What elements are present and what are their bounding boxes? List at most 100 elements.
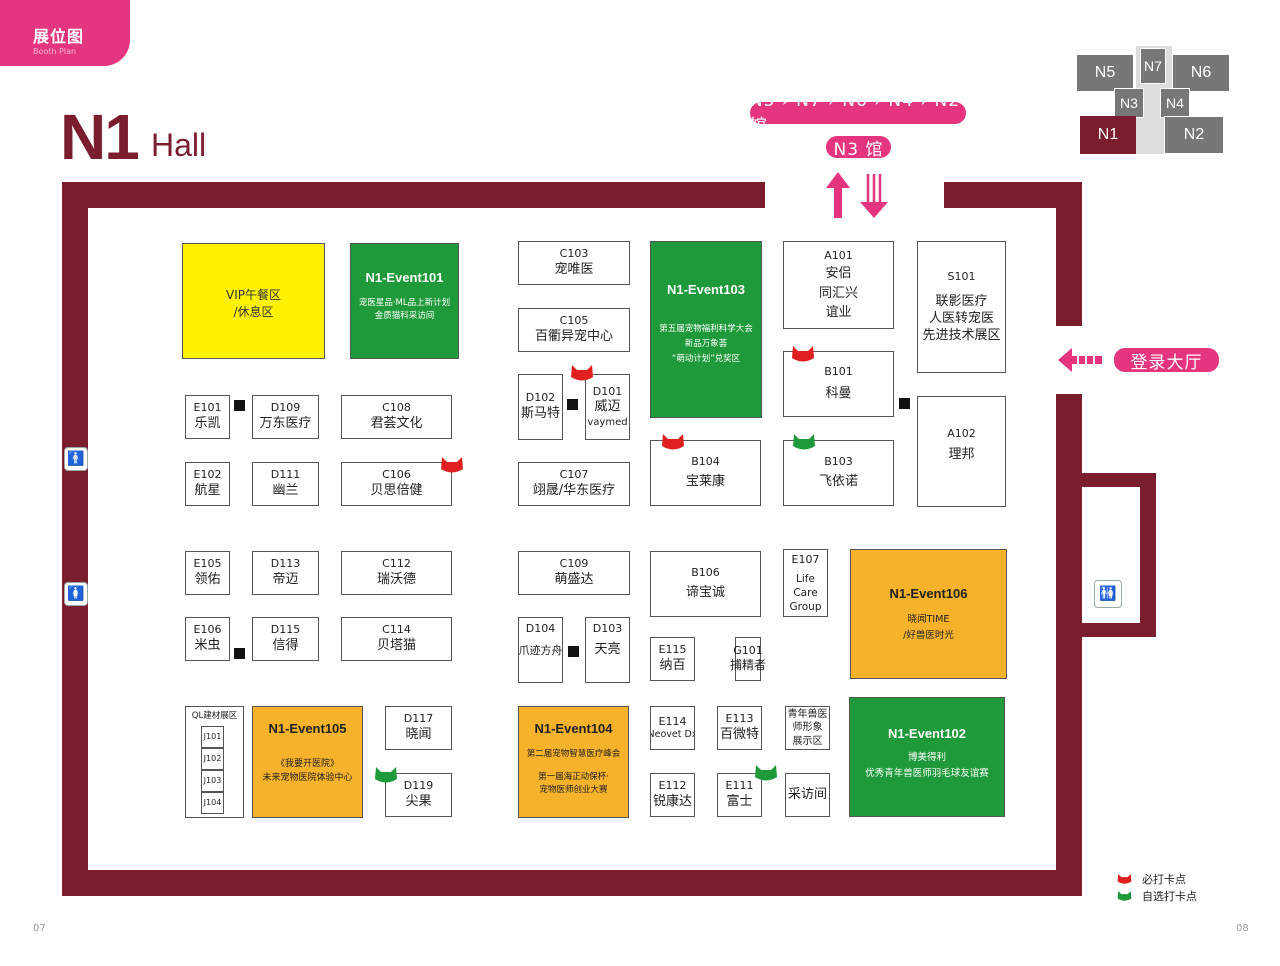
booth-code: B101 (824, 365, 853, 379)
booth-e113[interactable]: E113 百微特 (717, 706, 762, 750)
booth-c106[interactable]: C106 贝思倍健 (341, 462, 452, 506)
booth-c105[interactable]: C105 百衢异宠中心 (518, 308, 630, 352)
minimap-n7[interactable]: N7 (1140, 48, 1166, 84)
booth-j103[interactable]: J103 (201, 770, 224, 792)
booth-e107[interactable]: E107 Life Care Group (783, 549, 828, 617)
event-106-title: N1-Event106 (889, 586, 968, 601)
event-102[interactable]: N1-Event102 博美得利 优秀青年兽医师羽毛球友谊赛 (849, 697, 1005, 817)
must-checkin-cat-icon[interactable] (791, 345, 815, 363)
booth-j102[interactable]: J102 (201, 748, 224, 770)
minimap-n6[interactable]: N6 (1172, 54, 1230, 92)
booth-e105[interactable]: E105 领佑 (185, 551, 230, 595)
event-106[interactable]: N1-Event106 晓闻TIME /好兽医时光 (850, 549, 1007, 679)
event-101[interactable]: N1-Event101 宠医星品·ML品上新计划 金质猫科采访间 (350, 243, 459, 359)
booth-code: D101 (592, 384, 623, 398)
interview-name: 采访间 (787, 786, 827, 802)
booth-d117[interactable]: D117 晓闻 (385, 706, 452, 750)
booth-s101[interactable]: S101 联影医疗 人医转宠医 先进技术展区 (917, 241, 1006, 373)
event-103[interactable]: N1-Event103 第五届宠物福利科学大会 新品万象荟 “萌动计划”兑奖区 (650, 241, 762, 418)
booth-name: 君荟文化 (370, 415, 423, 431)
optional-checkin-cat-icon[interactable] (374, 766, 398, 784)
booth-code: D115 (270, 623, 301, 637)
route-n3-label: N3 馆 (826, 136, 891, 160)
booth-c112[interactable]: C112 瑞沃德 (341, 551, 452, 595)
minimap-n3[interactable]: N3 (1114, 88, 1144, 118)
booth-d102[interactable]: D102 斯马特 (518, 374, 563, 440)
booth-e115[interactable]: E115 纳百 (650, 637, 695, 681)
booth-e101[interactable]: E101 乐凯 (185, 395, 230, 439)
booth-ql-area[interactable]: QL建材展区 (185, 706, 244, 818)
booth-d119[interactable]: D119 尖果 (385, 773, 452, 817)
booth-b104[interactable]: B104 宝莱康 (650, 440, 761, 506)
booth-a102[interactable]: A102 理邦 (917, 396, 1006, 507)
booth-c103[interactable]: C103 宠唯医 (518, 241, 630, 285)
booth-name: 斯马特 (520, 405, 560, 421)
booth-j101[interactable]: J101 (201, 726, 224, 748)
booth-code: E115 (658, 643, 687, 657)
vip-lunch-area[interactable]: VIP午餐区 /休息区 (182, 243, 325, 359)
male-restroom-icon[interactable]: 🚹 (64, 447, 88, 471)
minimap-n4[interactable]: N4 (1160, 88, 1190, 118)
booth-d101[interactable]: D101 威迈 vaymed (585, 374, 630, 440)
booth-d111[interactable]: D111 幽兰 (252, 462, 319, 506)
optional-checkin-cat-icon[interactable] (792, 433, 816, 451)
booth-name: 威迈 (594, 399, 621, 415)
booth-b101[interactable]: B101 科曼 (783, 351, 894, 417)
booth-b106[interactable]: B106 谛宝诚 (650, 551, 761, 617)
section-tab: 展位图 Booth Plan (0, 0, 130, 66)
youth-vet-showcase[interactable]: 青年兽医 师形象 展示区 (785, 706, 830, 750)
event-105[interactable]: N1-Event105 《我要开医院》 未来宠物医院体验中心 (252, 706, 363, 818)
booth-e112[interactable]: E112 锐康达 (650, 773, 695, 817)
booth-e102[interactable]: E102 航星 (185, 462, 230, 506)
booth-d113[interactable]: D113 帝迈 (252, 551, 319, 595)
event-104[interactable]: N1-Event104 第二届宠物智慧医疗峰会 第一届海正动保杯· 宠物医师创业… (518, 706, 629, 818)
showcase-name-3: 展示区 (792, 735, 823, 747)
booth-code: C112 (382, 557, 411, 571)
booth-c107[interactable]: C107 翊晟/华东医疗 (518, 462, 630, 506)
must-checkin-cat-icon[interactable] (661, 433, 685, 451)
booth-d103[interactable]: D103 天亮 (585, 617, 630, 683)
lobby-arrow-icon (1058, 348, 1102, 372)
must-checkin-cat-icon[interactable] (570, 364, 594, 382)
booth-d109[interactable]: D109 万东医疗 (252, 395, 319, 439)
booth-code: E102 (193, 468, 222, 482)
minimap-n1[interactable]: N1 (1080, 116, 1136, 154)
booth-e106[interactable]: E106 米虫 (185, 617, 230, 661)
booth-name: 航星 (194, 482, 221, 498)
booth-e111[interactable]: E111 富士 (717, 773, 762, 817)
restroom-icon[interactable]: 🚻 (1094, 580, 1122, 608)
booth-code: D102 (525, 391, 556, 405)
legend-must-cat-icon (1117, 874, 1132, 884)
vip-sub: /休息区 (233, 305, 274, 319)
booth-code: E101 (193, 401, 222, 415)
event-103-desc-2: 新品万象荟 (684, 338, 728, 349)
booth-c114[interactable]: C114 贝塔猫 (341, 617, 452, 661)
booth-a101[interactable]: A101 安侣 同汇兴 谊业 (783, 241, 894, 329)
minimap-n2[interactable]: N2 (1164, 116, 1224, 154)
interview-room[interactable]: 采访间 (785, 773, 830, 817)
booth-name-1: 安侣 (825, 266, 852, 281)
event-105-desc-1: 《我要开医院》 (275, 759, 339, 769)
booth-name: 帝迈 (272, 571, 299, 587)
booth-j104[interactable]: J104 (201, 792, 224, 814)
female-restroom-icon[interactable]: 🚺 (64, 582, 88, 606)
booth-g101[interactable]: G101 捕精者 (730, 637, 766, 681)
optional-checkin-cat-icon[interactable] (754, 764, 778, 782)
event-101-desc-2: 金质猫科采访间 (374, 310, 435, 321)
event-103-desc-1: 第五届宠物福利科学大会 (659, 324, 753, 334)
booth-e114[interactable]: E114 Neovet Dx (650, 706, 695, 750)
event-106-desc-1: 晓闻TIME (907, 614, 950, 625)
booth-b103[interactable]: B103 飞依诺 (783, 440, 894, 506)
booth-c109[interactable]: C109 萌盛达 (518, 551, 630, 595)
booth-d104[interactable]: D104 爪迹方舟 (518, 617, 563, 683)
booth-c108[interactable]: C108 君荟文化 (341, 395, 452, 439)
booth-d115[interactable]: D115 信得 (252, 617, 319, 661)
legend-must-label: 必打卡点 (1142, 873, 1186, 886)
route-halls-label: N5 › N7 › N6 › N4 › N2 馆 (750, 91, 966, 136)
minimap-n5[interactable]: N5 (1076, 54, 1134, 92)
booth-name: 晓闻 (405, 726, 432, 742)
must-checkin-cat-icon[interactable] (440, 456, 464, 474)
legend-optional-cat-icon (1117, 891, 1132, 901)
wall-right-upper (1056, 182, 1082, 326)
booth-code: G101 (733, 644, 763, 658)
